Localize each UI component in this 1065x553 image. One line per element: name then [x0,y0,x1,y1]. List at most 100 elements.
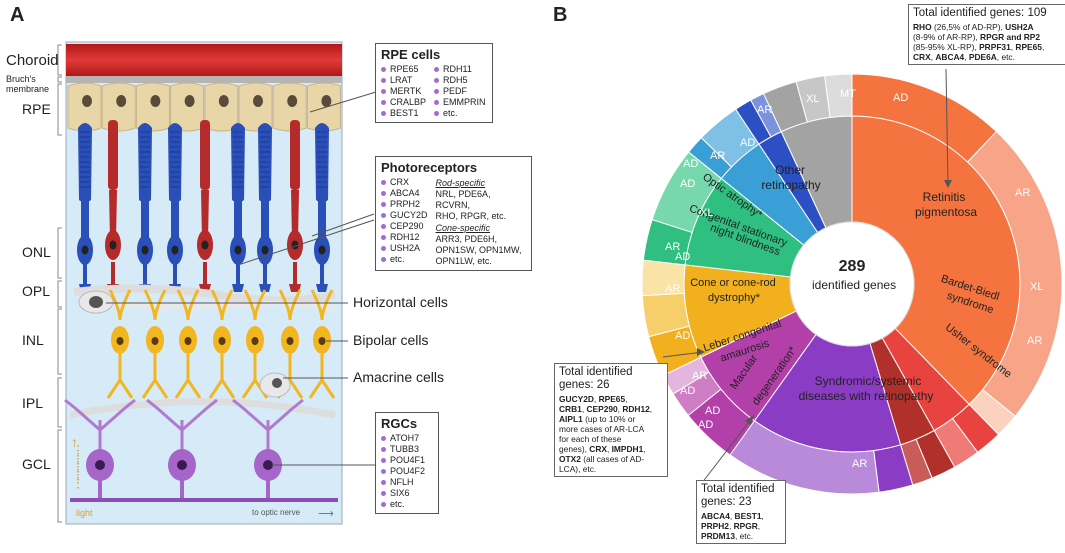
gene-item: RDH12 [381,232,428,243]
annotation-line: for each of these [559,434,622,444]
outer-label: AD [893,92,909,104]
choroid-layer [66,44,342,76]
annotation-line: RHO (26,5% of AD-RP), USH2A [913,22,1034,32]
layer-label-1: Bruch's membrane [6,74,50,94]
bipolar-cells [106,289,336,399]
outer-label: AR [1015,187,1031,199]
gene-item: CEP290 [381,221,428,232]
light-arrow-icon: ↑⋮⋮⋮⋮⋮ [71,434,85,490]
annotation-line: CRX, ABCA4, PDE6A, etc. [913,52,1015,62]
annotation-line: more cases of AR-LCA [559,424,645,434]
bullet-icon [381,180,386,185]
inner-label: Cone or cone-rod [690,277,776,289]
center-value: 289 [838,258,866,275]
bullet-icon [381,202,386,207]
outer-label: AD [675,251,691,263]
rpe-box-title: RPE cells [381,47,441,62]
outer-label: AD [683,158,699,170]
rod-cell [197,120,213,292]
arrow-right-icon: ⟶ [318,508,334,520]
gene-item: PEDF [434,86,486,97]
gene-item: EMMPRIN [434,97,486,108]
outer-label: AD [680,385,696,397]
layer-label-4: OPL [22,283,51,299]
bullet-icon [434,111,440,116]
gene-item: RPE65 [381,64,426,75]
gene-text-line: NRL, PDE6A, RCVRN, [435,189,491,210]
gene-item: GUCY2D [381,210,428,221]
rpe-cell [101,82,136,132]
gene-item: POU4F2 [381,466,433,477]
inner-label: Other [774,163,805,177]
lca-annotation-text: GUCY2D, RPE65,CRB1, CEP290, RDH12,AIPL1 … [559,394,663,474]
horizontal-cells-label: Horizontal cells [353,294,448,310]
ganglion-cell [232,398,304,500]
gene-item: MERTK [381,86,426,97]
annotation-line: (85-95% XL-RP), PRPF31, RPE65, [913,42,1045,52]
gene-item: etc. [381,499,433,510]
inner-label: Syndromic/systemic [814,374,922,388]
annotation-line: PRDM13, etc. [701,531,754,541]
bullet-icon [381,436,386,441]
outer-label: AR [710,150,726,162]
inner-label-cont: retinopathy [761,178,821,192]
gene-item: LRAT [381,75,426,86]
bullet-icon [381,447,386,452]
pointer-lines [106,91,377,466]
panel-label-a: A [10,4,25,26]
outer-label: XL [700,207,714,219]
rod-genes: NRL, PDE6A, RCVRN,RHO, RPGR, etc. [436,189,526,222]
bullet-icon [381,111,386,116]
bipolar-cell [308,289,336,399]
rpe-cell [272,82,307,132]
layer-label-6: IPL [22,395,44,411]
gene-text-line: ARR3, PDE6H, [435,234,498,244]
bullet-icon [381,491,386,496]
outer-label: AR [665,283,681,295]
rp-annotation-text: RHO (26,5% of AD-RP), USH2A(8-9% of AR-R… [913,22,1065,62]
bipolar-cell [174,289,202,399]
center-label: identified genes [812,278,897,292]
amacrine-cell [69,372,336,419]
cone-specific-title: Cone-specific [435,223,491,233]
annotation-title-line: Total identified [559,366,633,378]
outer-label: AR [852,458,868,470]
rp-annotation-box: Total identified genes: 109 RHO (26,5% o… [908,4,1065,65]
gene-item: ATOH7 [381,433,433,444]
annotation-line: (8-9% of AR-RP), RPGR and RP2 [913,32,1041,42]
photoreceptors [77,120,330,292]
rp-annotation-title: Total identified genes: 109 [913,7,1047,19]
cone-cell [77,123,93,292]
bruchs-membrane [66,76,342,83]
outer-label: AD [675,330,691,342]
layer-label-5: INL [22,332,44,348]
gene-text-line: OPN1SW, OPN1MW, [435,245,522,255]
bullet-icon [381,67,386,72]
bullet-icon [381,213,386,218]
outer-label: AD [740,137,756,149]
bullet-icon [434,89,440,94]
rod-cell [105,120,121,292]
annotation-pointers [662,68,952,489]
gene-item: SIX6 [381,488,433,499]
amacrine-cells-label: Amacrine cells [353,369,445,385]
gene-item: ABCA4 [381,188,428,199]
outer-label: AD [705,405,721,417]
bullet-icon [381,78,386,83]
annotation-line: genes), CRX, IMPDH1, [559,444,646,454]
rpe-cells [67,82,341,132]
cone-genes: ARR3, PDE6H,OPN1SW, OPN1MW,OPN1LW, etc. [436,234,526,267]
inner-label-cont: dystrophy* [708,292,760,304]
rpe-cell [67,82,102,132]
rpe-nucleus [218,95,229,107]
bullet-icon [381,235,386,240]
